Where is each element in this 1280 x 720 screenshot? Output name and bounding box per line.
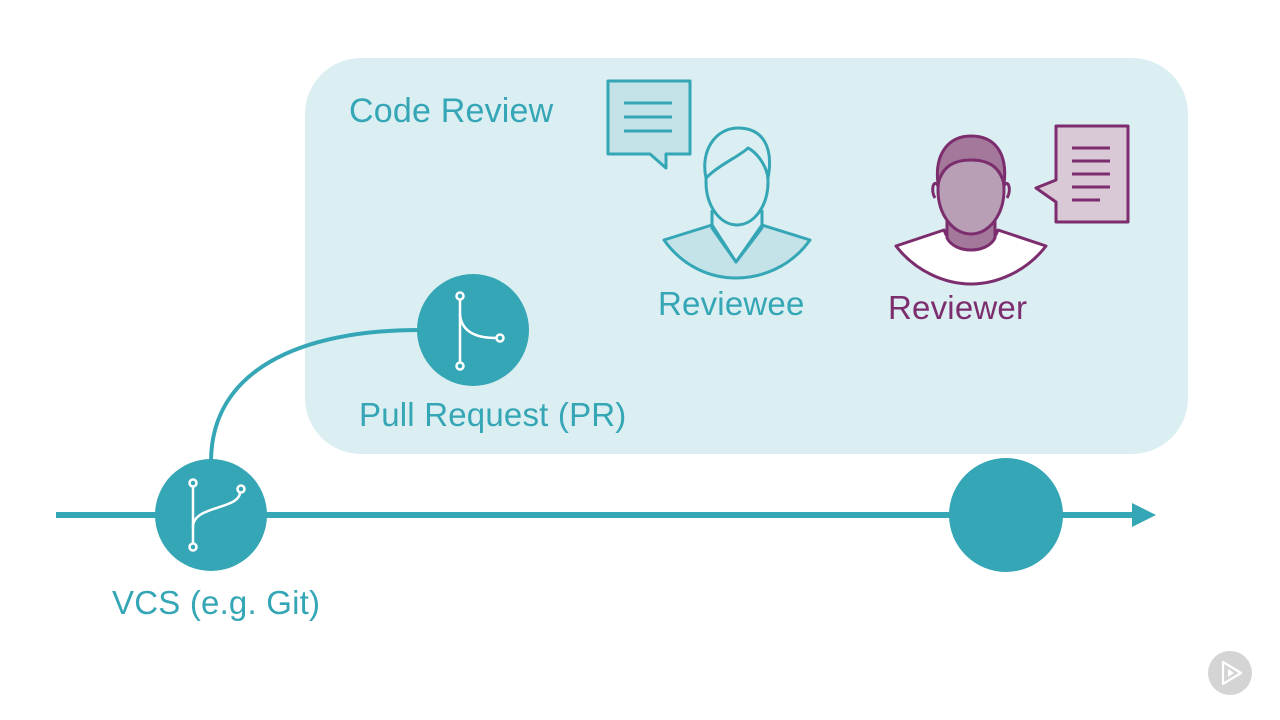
reviewee-person-icon — [662, 126, 812, 280]
vcs-label: VCS (e.g. Git) — [112, 584, 321, 621]
play-icon — [1221, 660, 1243, 686]
timeline-arrowhead — [1132, 503, 1156, 527]
reviewee-label: Reviewee — [658, 285, 805, 322]
reviewer-person-icon — [894, 134, 1048, 286]
speech-bubble-icon — [606, 79, 692, 170]
pull-request-icon — [455, 291, 505, 371]
merge-node — [949, 458, 1063, 572]
code-review-title: Code Review — [349, 92, 554, 130]
pull-request-label: Pull Request (PR) — [359, 396, 627, 433]
reviewer-label: Reviewer — [888, 289, 1028, 326]
pr-connector-curve — [209, 328, 421, 463]
pr-node — [417, 274, 529, 386]
play-badge-button[interactable] — [1208, 651, 1252, 695]
vcs-node — [155, 459, 267, 571]
git-branch-icon — [188, 478, 246, 552]
document-comment-icon — [1034, 124, 1130, 224]
